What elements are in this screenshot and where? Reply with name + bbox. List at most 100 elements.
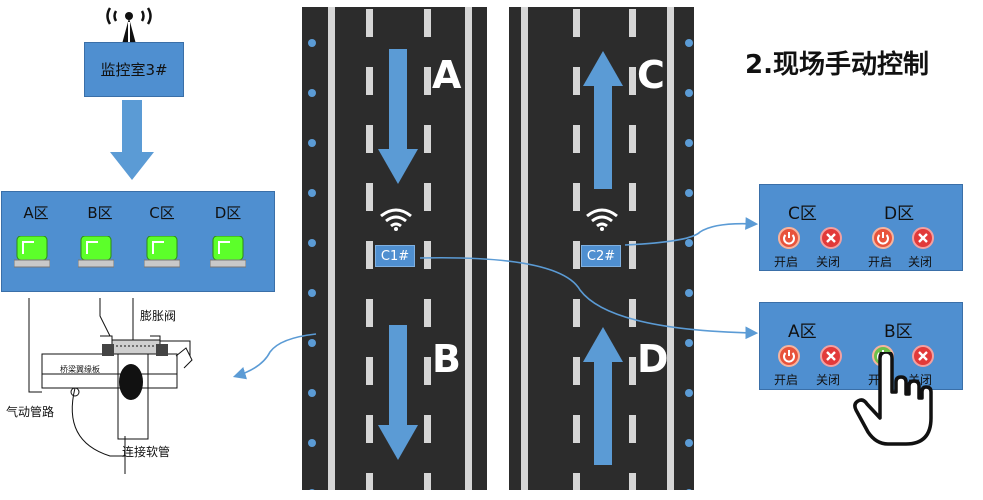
valve-label: 膨胀阀 bbox=[140, 309, 176, 323]
zone-d-on-label: 开启 bbox=[868, 255, 893, 269]
zone-d-on-button[interactable] bbox=[872, 227, 894, 249]
wifi-icon bbox=[584, 206, 620, 236]
pipe-label: 气动管路 bbox=[6, 404, 54, 419]
lane-dash bbox=[424, 299, 431, 327]
lane-dash bbox=[629, 9, 636, 37]
road-stud bbox=[308, 139, 316, 147]
lane-b-arrow-icon bbox=[376, 325, 420, 469]
road-stud bbox=[308, 489, 316, 490]
wifi-icon bbox=[378, 206, 414, 236]
lane-dash bbox=[424, 357, 431, 385]
road-stud bbox=[685, 289, 693, 297]
zone-c-on-label: 开启 bbox=[774, 255, 799, 269]
zone-a-lamp-icon bbox=[13, 235, 51, 268]
lane-dash bbox=[573, 125, 580, 153]
left-road: A B C1# bbox=[302, 7, 487, 490]
lane-dash bbox=[629, 473, 636, 490]
lane-dash bbox=[573, 241, 580, 269]
controller-c2-label: C2# bbox=[586, 248, 616, 264]
lane-a-label: A bbox=[432, 53, 462, 97]
lane-dash bbox=[366, 9, 373, 37]
controller-c1[interactable]: C1# bbox=[375, 245, 415, 267]
page-title: 2.现场手动控制 bbox=[745, 50, 929, 80]
lane-dash bbox=[366, 183, 373, 211]
c1-to-ab-connector bbox=[419, 256, 759, 340]
lane-b-label: B bbox=[432, 337, 461, 381]
road-stud bbox=[308, 439, 316, 447]
lane-c-label: C bbox=[637, 53, 665, 97]
zone-label-c: C区 bbox=[149, 204, 175, 222]
lane-dash bbox=[629, 357, 636, 385]
arrow-down-icon bbox=[107, 100, 157, 182]
right-road: C D C2# bbox=[509, 7, 694, 490]
lane-dash bbox=[629, 67, 636, 95]
monitor-room-label: 监控室3# bbox=[100, 61, 168, 79]
lane-dash bbox=[629, 241, 636, 269]
controller-c2[interactable]: C2# bbox=[581, 245, 621, 267]
zone-c-on-button[interactable] bbox=[778, 227, 800, 249]
road-stud bbox=[308, 189, 316, 197]
lane-dash bbox=[573, 473, 580, 490]
panel-cd-zone2-label: D区 bbox=[884, 204, 915, 224]
panel-cd-zone1-label: C区 bbox=[788, 204, 817, 224]
zone-a-on-label: 开启 bbox=[774, 373, 799, 387]
lane-dash bbox=[424, 241, 431, 269]
lane-dash bbox=[629, 299, 636, 327]
hand-pointer-icon bbox=[852, 350, 934, 452]
road-stud bbox=[685, 189, 693, 197]
monitor-room-box: 监控室3# bbox=[84, 42, 184, 97]
zone-label-a: A区 bbox=[23, 204, 49, 222]
lane-dash bbox=[424, 183, 431, 211]
lane-dash bbox=[573, 357, 580, 385]
zone-d-off-button[interactable] bbox=[912, 227, 934, 249]
zone-c-off-button[interactable] bbox=[820, 227, 842, 249]
lane-dash bbox=[366, 67, 373, 95]
road-stud bbox=[685, 39, 693, 47]
road-stud bbox=[308, 89, 316, 97]
zone-b-off-button[interactable] bbox=[912, 345, 934, 367]
lane-c-arrow-icon bbox=[581, 49, 625, 193]
road-stud bbox=[685, 239, 693, 247]
lane-dash bbox=[366, 357, 373, 385]
plate-label: 桥梁翼缘板 bbox=[60, 364, 100, 374]
road-stud bbox=[308, 289, 316, 297]
control-panel-cd: C区 D区 开启 关闭 开启 关闭 bbox=[759, 184, 963, 271]
road-stud bbox=[308, 239, 316, 247]
zone-a-off-button[interactable] bbox=[820, 345, 842, 367]
road-stud bbox=[308, 389, 316, 397]
lane-d-arrow-icon bbox=[581, 325, 625, 469]
lane-dash bbox=[573, 299, 580, 327]
road-stud bbox=[685, 339, 693, 347]
road-stud bbox=[685, 439, 693, 447]
road-stud bbox=[685, 139, 693, 147]
lane-dash bbox=[366, 473, 373, 490]
lane-dash bbox=[629, 125, 636, 153]
lane-d-label: D bbox=[637, 337, 669, 381]
lane-dash bbox=[424, 415, 431, 443]
lane-dash bbox=[424, 9, 431, 37]
hose-label: 连接软管 bbox=[122, 444, 170, 459]
lane-dash bbox=[573, 67, 580, 95]
lane-dash bbox=[424, 473, 431, 490]
antenna-icon bbox=[104, 4, 154, 44]
zone-c-off-label: 关闭 bbox=[816, 255, 841, 269]
zone-label-b: B区 bbox=[87, 204, 113, 222]
lane-dash bbox=[366, 125, 373, 153]
c2-to-cd-connector bbox=[624, 217, 759, 246]
valve-cross-section-diagram: 膨胀阀 桥梁翼缘板 气动管路 连接软管 bbox=[0, 296, 230, 496]
zone-a-on-button[interactable] bbox=[778, 345, 800, 367]
zone-status-bar: A区 B区 C区 D区 bbox=[1, 191, 275, 292]
lane-dash bbox=[366, 299, 373, 327]
zone-a-off-label: 关闭 bbox=[816, 373, 841, 387]
road-stud bbox=[685, 389, 693, 397]
lane-dash bbox=[424, 67, 431, 95]
lane-dash bbox=[573, 183, 580, 211]
zone-d-off-label: 关闭 bbox=[908, 255, 933, 269]
lane-dash bbox=[629, 183, 636, 211]
lane-dash bbox=[366, 415, 373, 443]
panel-ab-zone1-label: A区 bbox=[788, 322, 817, 342]
lane-dash bbox=[573, 9, 580, 37]
road-stud bbox=[685, 89, 693, 97]
road-to-diagram-connector bbox=[232, 333, 317, 380]
